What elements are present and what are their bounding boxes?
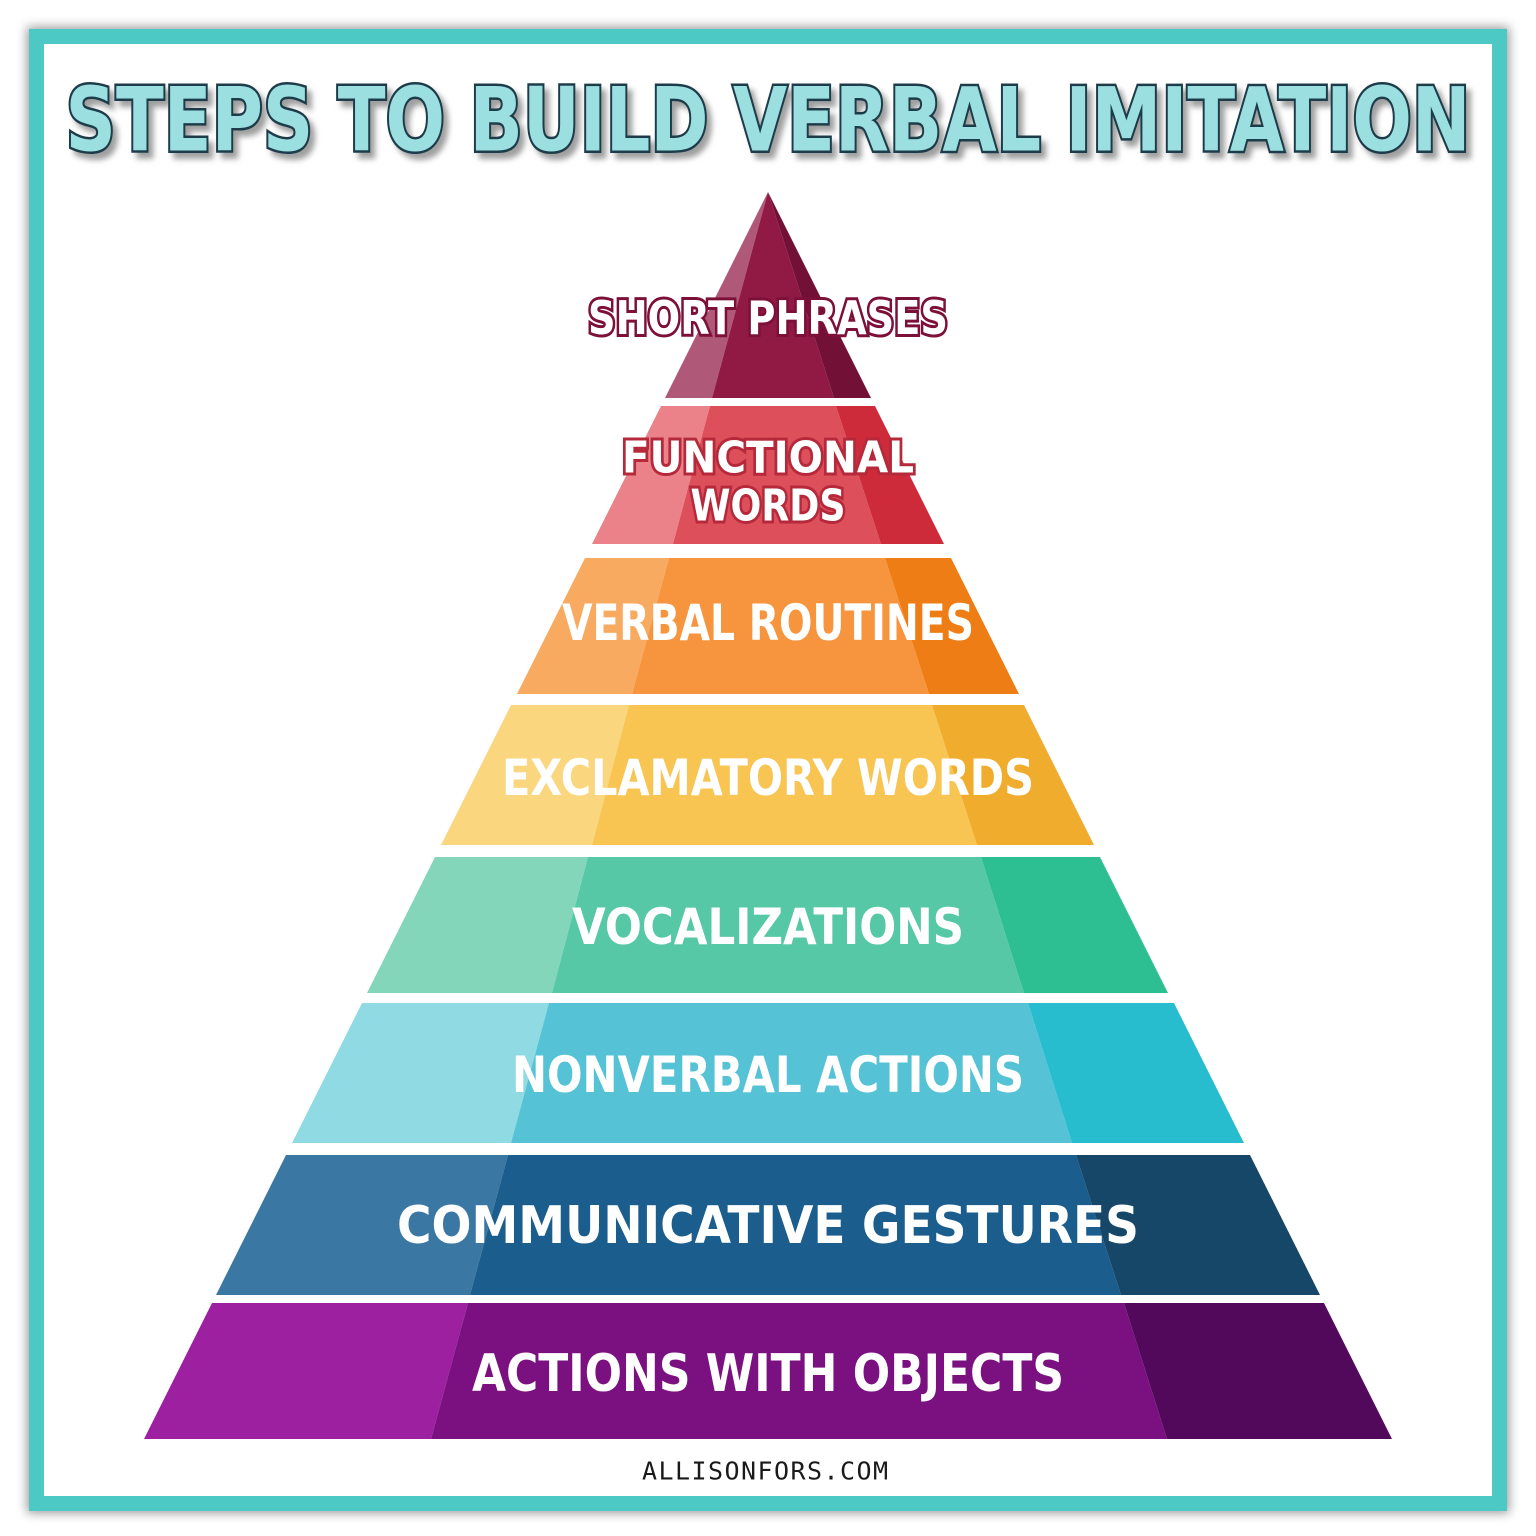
level-8-left-facet (144, 1303, 468, 1439)
pyramid-level-verbal-routines: VERBAL ROUTINES (517, 558, 1019, 694)
level-7-label: COMMUNICATIVE GESTURES (397, 1196, 1139, 1256)
level-3-right-facet (885, 558, 1019, 694)
level-6-front-face (511, 1003, 1072, 1143)
pyramid-level-nonverbal-actions: NONVERBAL ACTIONS (292, 1003, 1244, 1143)
level-4-right-facet (932, 705, 1094, 845)
level-3-left-facet (517, 558, 669, 694)
level-2-label-line-1: FUNCTIONAL (622, 433, 914, 484)
level-5-right-facet (981, 857, 1168, 993)
level-8-label: ACTIONS WITH OBJECTS (472, 1344, 1064, 1404)
pyramid-level-short-phrases: SHORT PHRASES (585, 192, 951, 398)
level-5-front-face (552, 857, 1024, 993)
level-7-front-face (470, 1155, 1121, 1295)
level-7-right-facet (1076, 1155, 1320, 1295)
level-1-right-facet (768, 192, 871, 398)
level-4-label: EXCLAMATORY WORDS (502, 749, 1034, 807)
level-4-front-face (592, 705, 977, 845)
level-6-label: NONVERBAL ACTIONS (512, 1046, 1024, 1104)
level-8-right-facet (1124, 1303, 1392, 1439)
level-8-front-face (431, 1303, 1167, 1439)
pyramid-level-communicative-gestures: COMMUNICATIVE GESTURES (216, 1155, 1320, 1295)
footer-url: ALLISONFORS.COM (642, 1457, 894, 1486)
level-1-label: SHORT PHRASES (588, 291, 948, 345)
level-1-left-facet (665, 192, 768, 398)
level-4-left-facet (441, 705, 629, 845)
page-title: STEPS TO BUILD VERBAL IMITATION (66, 69, 1471, 172)
level-5-label: VOCALIZATIONS (572, 898, 964, 956)
pyramid-level-functional-words: FUNCTIONAL WORDS (592, 406, 944, 544)
level-2-front-face (673, 406, 881, 544)
level-7-left-facet (216, 1155, 508, 1295)
border-frame (29, 29, 1507, 1511)
level-2-left-facet (592, 406, 710, 544)
level-2-label-line-2: WORDS (691, 481, 846, 532)
pyramid-level-actions-with-objects: ACTIONS WITH OBJECTS (144, 1303, 1392, 1439)
level-6-right-facet (1028, 1003, 1244, 1143)
pyramid-level-exclamatory-words: EXCLAMATORY WORDS (441, 705, 1094, 845)
level-6-left-facet (292, 1003, 549, 1143)
level-3-front-face (632, 558, 929, 694)
level-3-label: VERBAL ROUTINES (562, 594, 974, 652)
level-1-front-face (712, 192, 834, 398)
pyramid-level-vocalizations: VOCALIZATIONS (367, 857, 1168, 993)
level-5-left-facet (367, 857, 588, 993)
level-2-right-facet (836, 406, 944, 544)
